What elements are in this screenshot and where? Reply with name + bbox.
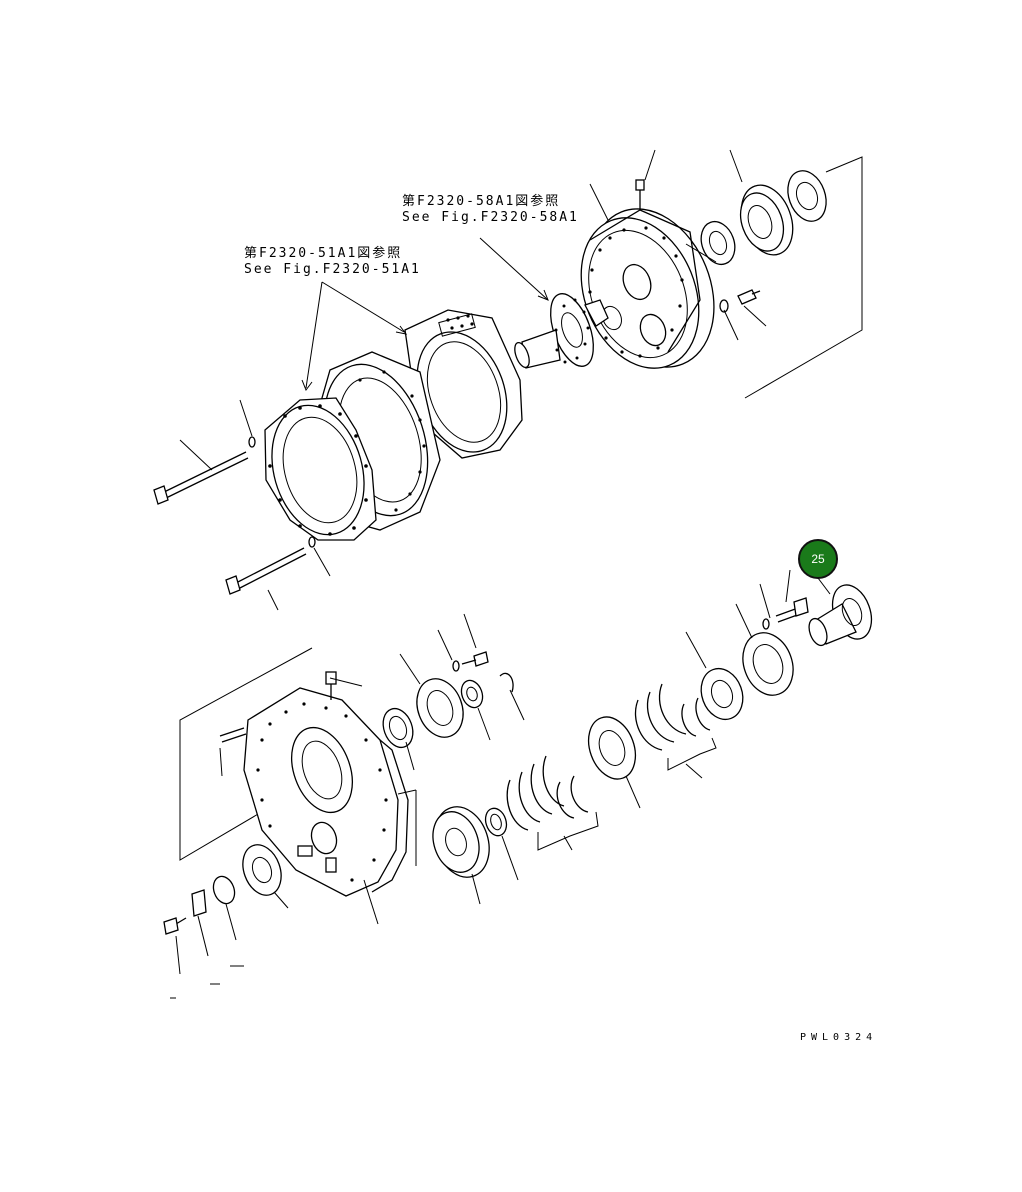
dowel-pin [219,727,247,743]
clutch-piston [587,716,637,780]
leader-lines [170,149,831,999]
output-gear-hub [808,584,873,647]
planetary-carrier-housing [580,208,715,369]
ring-gear-housing [404,309,523,459]
tapered-roller-bearing [739,184,794,256]
snap-ring [499,672,514,693]
roller-bearing-cage [787,170,827,222]
bearing-cage-lower [700,667,744,721]
upper-right-group-bracket [744,156,863,399]
disc-plate [212,875,236,905]
clutch-disc-pack-2 [634,683,717,771]
reference-58a1-en: See Fig.F2320-58A1 [402,210,579,225]
oil-seal [382,707,414,749]
hex-bolt-center [452,651,489,672]
drawing-code: PWL0324 [800,1032,878,1043]
reference-note-51a1: 第F2320-51A1図参照 See Fig.F2320-51A1 [244,246,421,278]
thrust-washer [484,807,508,837]
front-flange [264,397,377,541]
bearing-ring [700,220,736,266]
reference-note-58a1: 第F2320-58A1図参照 See Fig.F2320-58A1 [402,194,579,226]
plug-bolt [635,179,645,210]
small-bearing [460,679,484,709]
through-bolt-upper [153,436,256,505]
reference-51a1-en: See Fig.F2320-51A1 [244,262,421,277]
bearing-retainer [416,678,464,738]
reference-51a1-jp: 第F2320-51A1図参照 [244,246,403,261]
reference-58a1-jp: 第F2320-58A1図参照 [402,194,561,209]
hex-bolt-right [762,597,809,630]
hex-bolt-upper [719,289,761,313]
spur-gear [432,806,490,878]
through-bolt-lower [225,536,316,595]
hex-bolt-lower-left [163,917,187,935]
rear-cover-plate [243,687,409,897]
coupling-ring-lower [242,844,282,896]
sun-gear-shaft [514,293,609,369]
retainer-plate [742,632,794,696]
lower-left-group-bracket [179,647,313,861]
clutch-disc-pack-1 [506,755,599,851]
part-callout-badge[interactable]: 25 [798,539,838,579]
lock-plate [191,889,207,917]
